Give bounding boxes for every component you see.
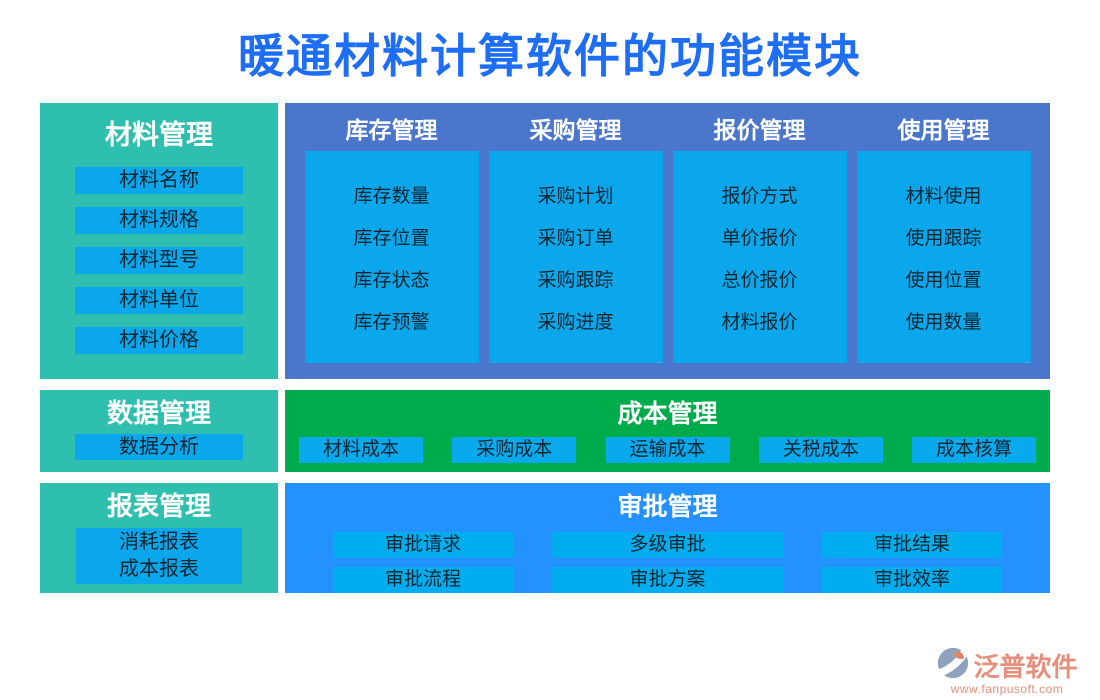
module-item-cost-report: 成本报表 — [119, 558, 199, 580]
report-panel-title: 报表管理 — [106, 492, 211, 521]
approval-row-1: 审批请求 多级审批 审批结果 — [285, 532, 1050, 558]
module-item-unit-price-quote: 单价报价 — [721, 227, 798, 249]
panel-report-management: 报表管理 消耗报表 成本报表 — [40, 483, 278, 593]
panel-main-modules: 库存管理 库存数量 库存位置 库存状态 库存预警 采购管理 采购计划 采购订单 … — [285, 103, 1050, 379]
inventory-items: 库存数量 库存位置 库存状态 库存预警 — [304, 151, 479, 363]
module-item-material-price: 材料价格 — [75, 327, 243, 354]
module-item-multilevel-approval: 多级审批 — [551, 532, 784, 558]
column-purchase-management: 采购管理 采购计划 采购订单 采购跟踪 采购进度 — [488, 115, 663, 363]
module-item-transport-cost: 运输成本 — [605, 437, 730, 463]
module-item-approval-result: 审批结果 — [822, 532, 1002, 558]
page-title: 暖通材料计算软件的功能模块 — [238, 31, 862, 82]
module-item-material-quote: 材料报价 — [721, 311, 798, 333]
module-item-purchase-progress: 采购进度 — [537, 311, 614, 333]
module-item-consumption-report: 消耗报表 — [119, 531, 199, 553]
module-item-usage-location: 使用位置 — [905, 269, 982, 291]
brand-name: 泛普软件 — [973, 653, 1078, 682]
inventory-column-title: 库存管理 — [345, 118, 438, 143]
material-panel-title: 材料管理 — [105, 120, 213, 150]
module-item-material-model: 材料型号 — [75, 247, 243, 274]
module-item-material-unit: 材料单位 — [75, 287, 243, 314]
panel-cost-management: 成本管理 材料成本 采购成本 运输成本 关税成本 成本核算 — [285, 390, 1050, 472]
data-panel-title: 数据管理 — [106, 399, 211, 428]
quote-column-title: 报价管理 — [713, 118, 806, 143]
module-item-approval-request: 审批请求 — [333, 532, 513, 558]
module-item-quote-method: 报价方式 — [721, 185, 798, 207]
module-item-purchase-order: 采购订单 — [537, 227, 614, 249]
module-item-approval-efficiency: 审批效率 — [822, 567, 1002, 593]
module-item-usage-tracking: 使用跟踪 — [905, 227, 982, 249]
cost-panel-title: 成本管理 — [617, 401, 718, 428]
column-usage-management: 使用管理 材料使用 使用跟踪 使用位置 使用数量 — [856, 115, 1031, 363]
panel-approval-management: 审批管理 审批请求 多级审批 审批结果 审批流程 审批方案 审批效率 — [285, 483, 1050, 593]
brand-row: 泛普软件 — [922, 646, 1092, 685]
module-item-total-price-quote: 总价报价 — [721, 269, 798, 291]
usage-items: 材料使用 使用跟踪 使用位置 使用数量 — [856, 151, 1031, 363]
approval-panel-title: 审批管理 — [617, 494, 718, 521]
brand-url: www.fanpusoft.com — [950, 682, 1064, 696]
approval-row-2: 审批流程 审批方案 审批效率 — [285, 567, 1050, 593]
module-item-approval-flow: 审批流程 — [333, 567, 513, 593]
purchase-column-title: 采购管理 — [529, 118, 622, 143]
module-item-inventory-location: 库存位置 — [353, 227, 430, 249]
module-item-material-name: 材料名称 — [75, 167, 243, 194]
cost-items: 材料成本 采购成本 运输成本 关税成本 成本核算 — [285, 430, 1050, 463]
module-item-tariff-cost: 关税成本 — [758, 437, 883, 463]
module-item-purchase-plan: 采购计划 — [537, 185, 614, 207]
quote-items: 报价方式 单价报价 总价报价 材料报价 — [672, 151, 847, 363]
usage-column-title: 使用管理 — [897, 118, 990, 143]
report-items: 消耗报表 成本报表 — [76, 528, 242, 584]
main-columns: 库存管理 库存数量 库存位置 库存状态 库存预警 采购管理 采购计划 采购订单 … — [285, 103, 1050, 363]
module-item-material-cost: 材料成本 — [299, 437, 423, 463]
module-item-usage-quantity: 使用数量 — [905, 311, 982, 333]
panel-data-management: 数据管理 数据分析 — [40, 390, 278, 472]
module-item-inventory-quantity: 库存数量 — [353, 185, 430, 207]
fanpu-logo-icon — [936, 646, 970, 685]
module-item-purchase-cost: 采购成本 — [452, 437, 577, 463]
module-item-inventory-alert: 库存预警 — [353, 311, 430, 333]
module-item-material-spec: 材料规格 — [75, 207, 243, 234]
module-item-purchase-tracking: 采购跟踪 — [537, 269, 614, 291]
module-item-material-usage: 材料使用 — [905, 185, 982, 207]
module-item-approval-scheme: 审批方案 — [551, 567, 784, 593]
module-item-inventory-status: 库存状态 — [353, 269, 430, 291]
material-items: 材料名称 材料规格 材料型号 材料单位 材料价格 — [40, 167, 278, 354]
purchase-items: 采购计划 采购订单 采购跟踪 采购进度 — [488, 151, 663, 363]
column-quote-management: 报价管理 报价方式 单价报价 总价报价 材料报价 — [672, 115, 847, 363]
module-item-data-analysis: 数据分析 — [75, 434, 243, 460]
column-inventory-management: 库存管理 库存数量 库存位置 库存状态 库存预警 — [304, 115, 479, 363]
brand-footer: 泛普软件 www.fanpusoft.com — [922, 646, 1092, 696]
panel-material-management: 材料管理 材料名称 材料规格 材料型号 材料单位 材料价格 — [40, 103, 278, 379]
module-item-cost-accounting: 成本核算 — [912, 437, 1036, 463]
